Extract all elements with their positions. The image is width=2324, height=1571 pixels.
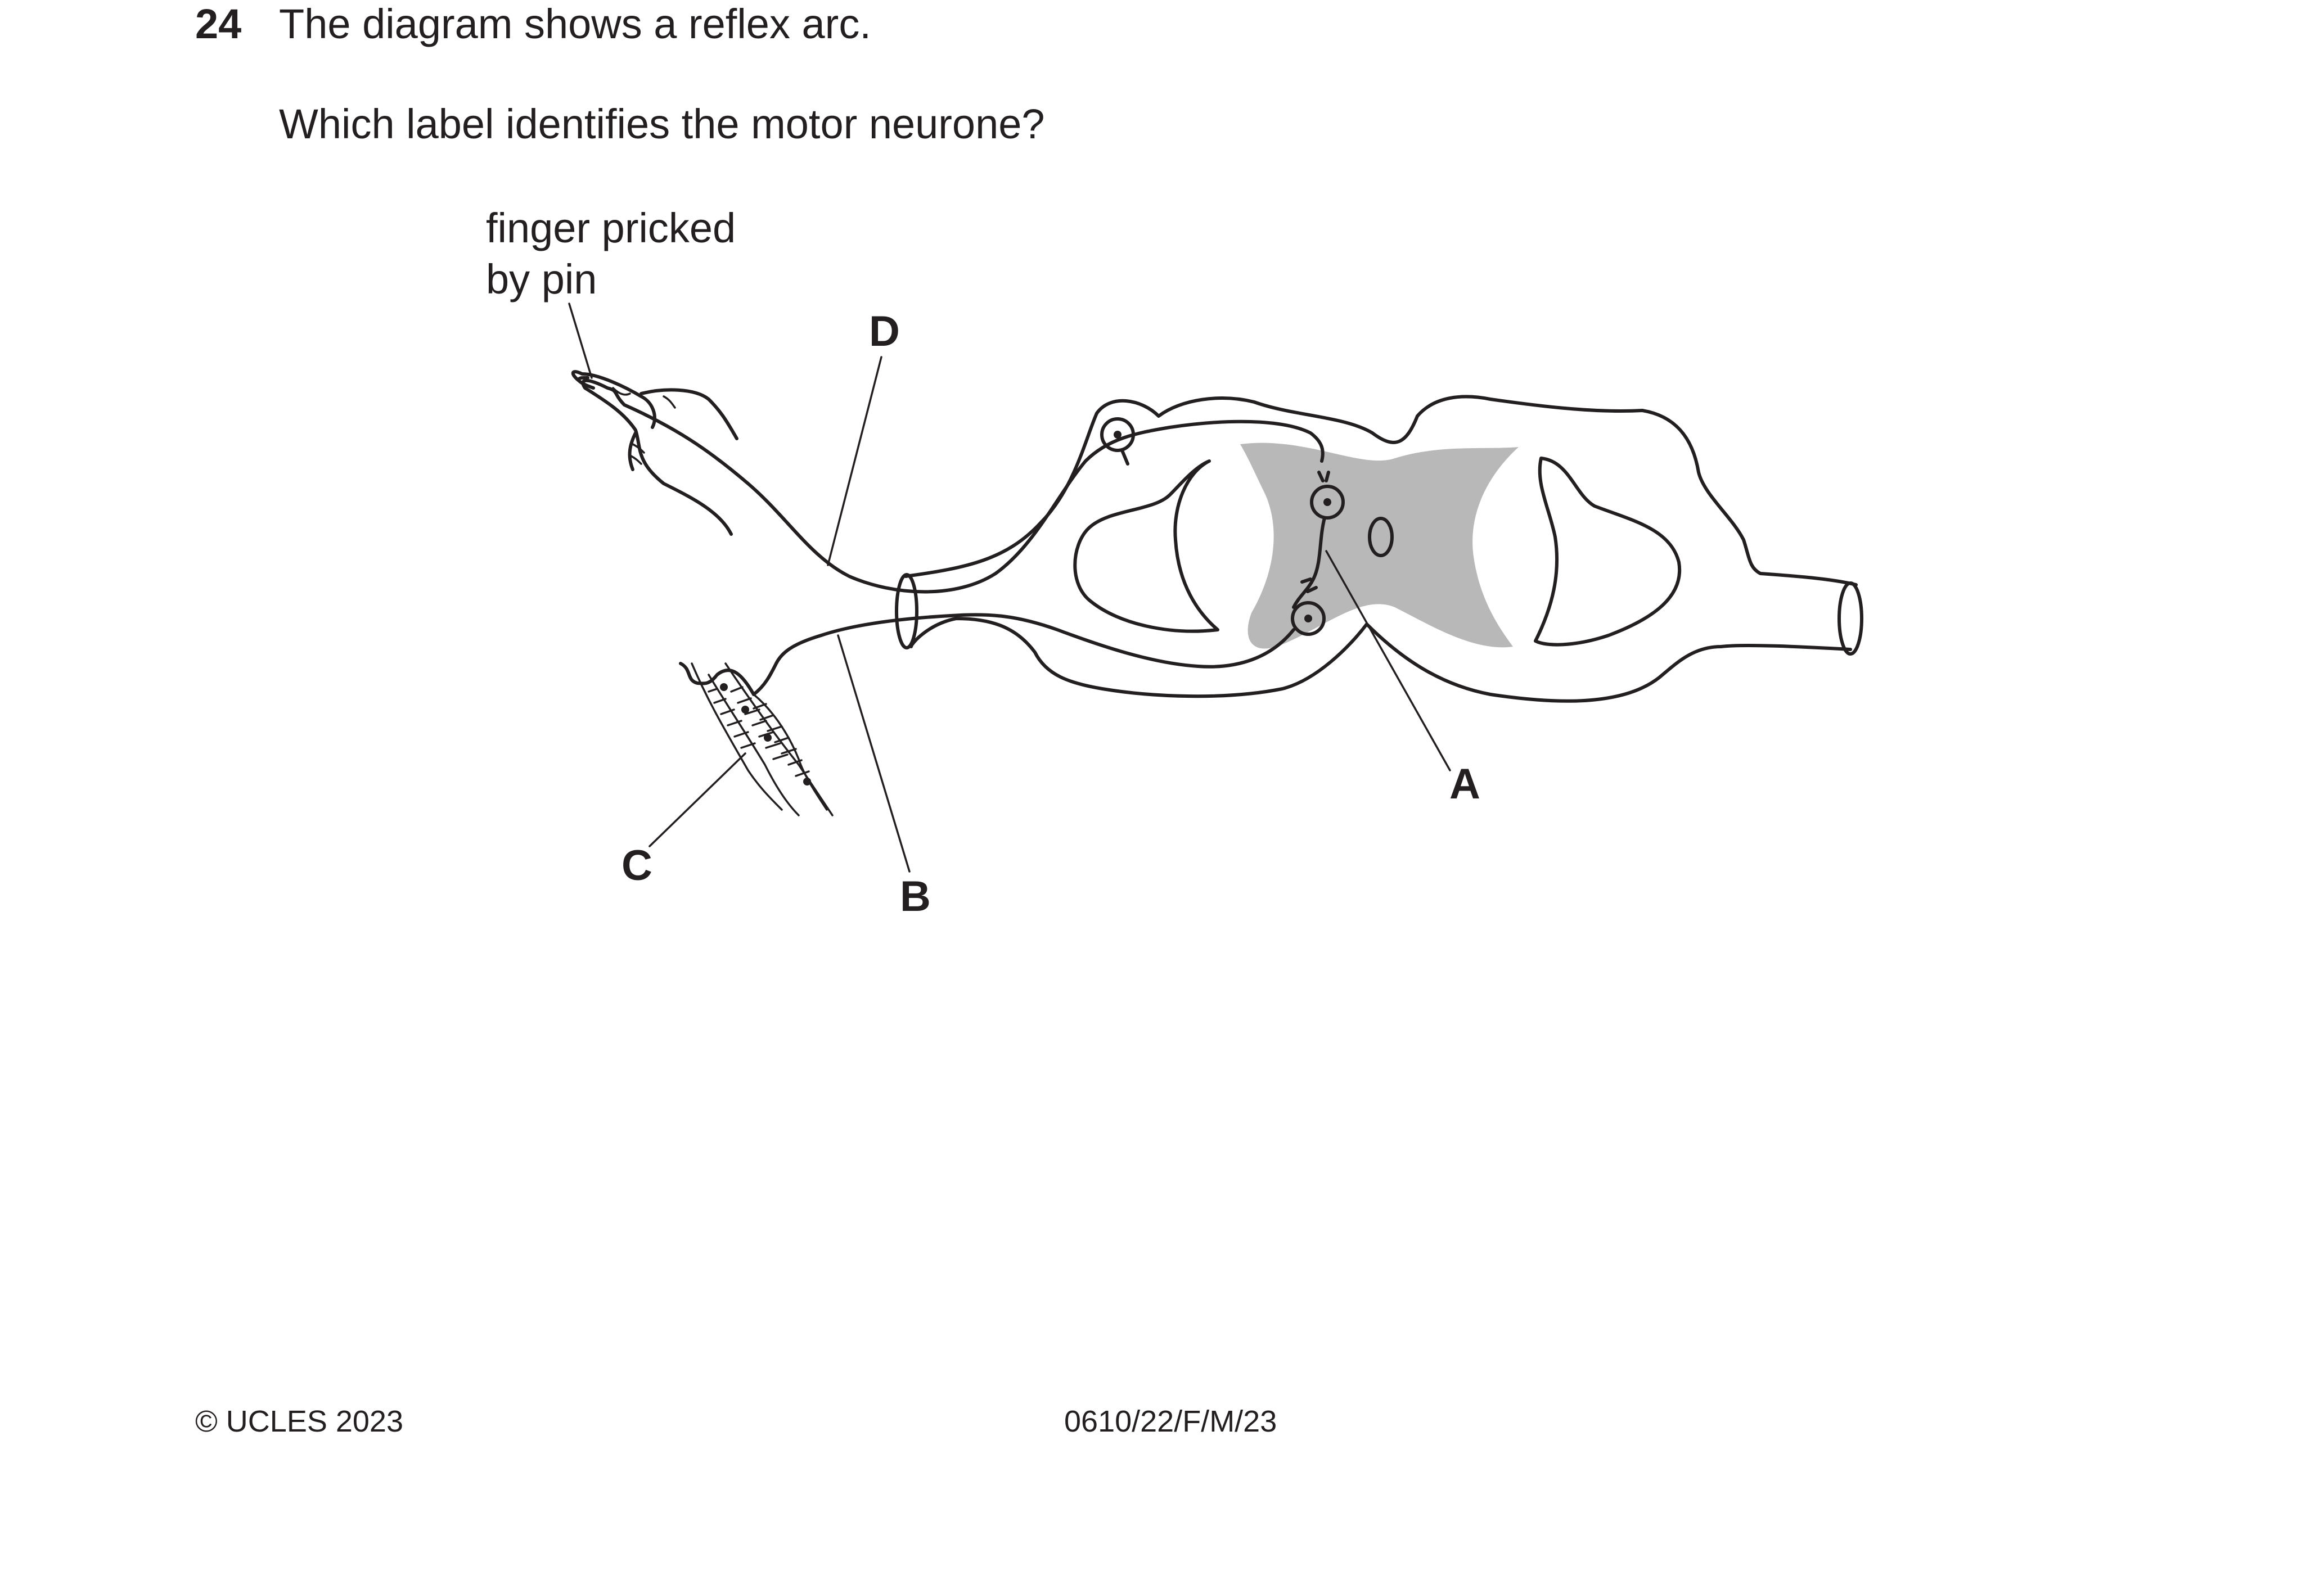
motor-neurone: [752, 613, 1295, 696]
question-text: The diagram shows a reflex arc.: [279, 1, 871, 47]
grey-matter: [1240, 443, 1519, 649]
left-white-hole: [1073, 459, 1219, 633]
question-prompt: Which label identifies the motor neurone…: [279, 101, 1045, 147]
footer-copyright: © UCLES 2023: [195, 1405, 403, 1438]
hand: [581, 378, 750, 536]
left-nerve-end: [895, 573, 918, 649]
leader-line-a: [1325, 550, 1451, 771]
sensory-cell-body: [1100, 417, 1135, 452]
central-canal: [1368, 517, 1394, 557]
right-nerve-end: [1837, 581, 1863, 656]
label-d: D: [869, 308, 900, 355]
muscle: [679, 662, 755, 696]
leader-line-b: [837, 634, 911, 873]
muscle-striations: [708, 686, 810, 777]
motor-cell-body: [1291, 601, 1326, 636]
label-b: B: [900, 873, 931, 920]
right-white-hole: [1534, 457, 1682, 647]
label-a: A: [1449, 760, 1480, 808]
question-number: 24: [195, 1, 242, 47]
leader-line-d: [827, 356, 882, 566]
spinal-cord-outline: [904, 395, 1858, 586]
diagram-caption-line1: finger pricked: [486, 205, 736, 251]
diagram-caption-line2: by pin: [486, 256, 597, 303]
relay-cell-body: [1310, 485, 1345, 520]
sensory-neurone: [746, 419, 1325, 594]
label-c: C: [621, 842, 652, 890]
leader-line-caption: [568, 303, 593, 379]
footer-paper-code: 0610/22/F/M/23: [1064, 1405, 1277, 1438]
leader-line-c: [648, 752, 746, 847]
